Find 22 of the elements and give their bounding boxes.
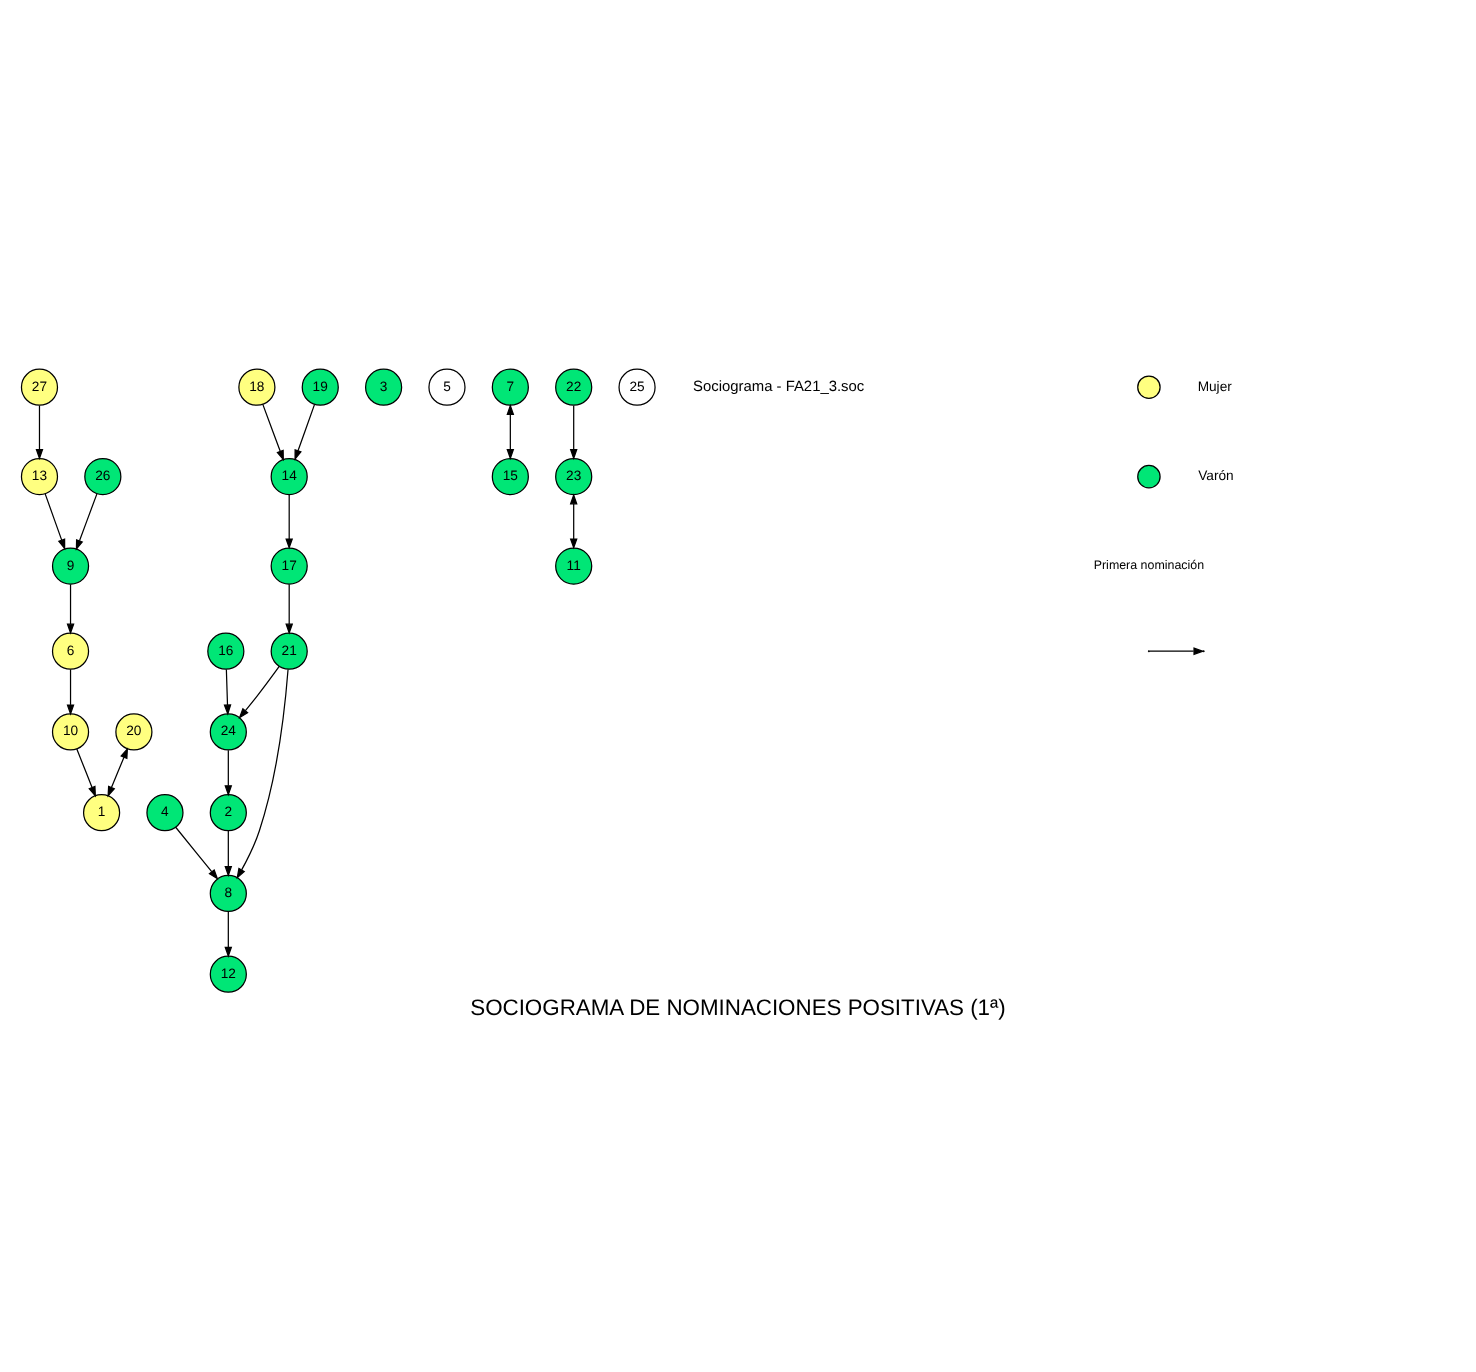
arrow bbox=[35, 405, 44, 461]
arrow bbox=[224, 830, 233, 878]
arrow bbox=[44, 493, 66, 551]
arrow bbox=[175, 826, 219, 881]
diagram-title: SOCIOGRAMA DE NOMINACIONES POSITIVAS (1ª) bbox=[470, 997, 1006, 1022]
arrow bbox=[294, 403, 316, 461]
arrow bbox=[569, 493, 578, 550]
arrow bbox=[76, 748, 96, 798]
arrow bbox=[107, 747, 129, 798]
arrow bbox=[66, 583, 75, 635]
arrow bbox=[262, 403, 284, 462]
arrow bbox=[285, 583, 294, 635]
arrow bbox=[569, 405, 578, 461]
arrow bbox=[238, 665, 280, 719]
arrow bbox=[75, 493, 98, 551]
arrow bbox=[223, 668, 232, 716]
arrow bbox=[224, 749, 233, 797]
arrow bbox=[285, 494, 294, 550]
arrow bbox=[66, 668, 75, 716]
arrow bbox=[236, 668, 289, 880]
arrow bbox=[506, 403, 515, 461]
arrow bbox=[224, 911, 233, 958]
